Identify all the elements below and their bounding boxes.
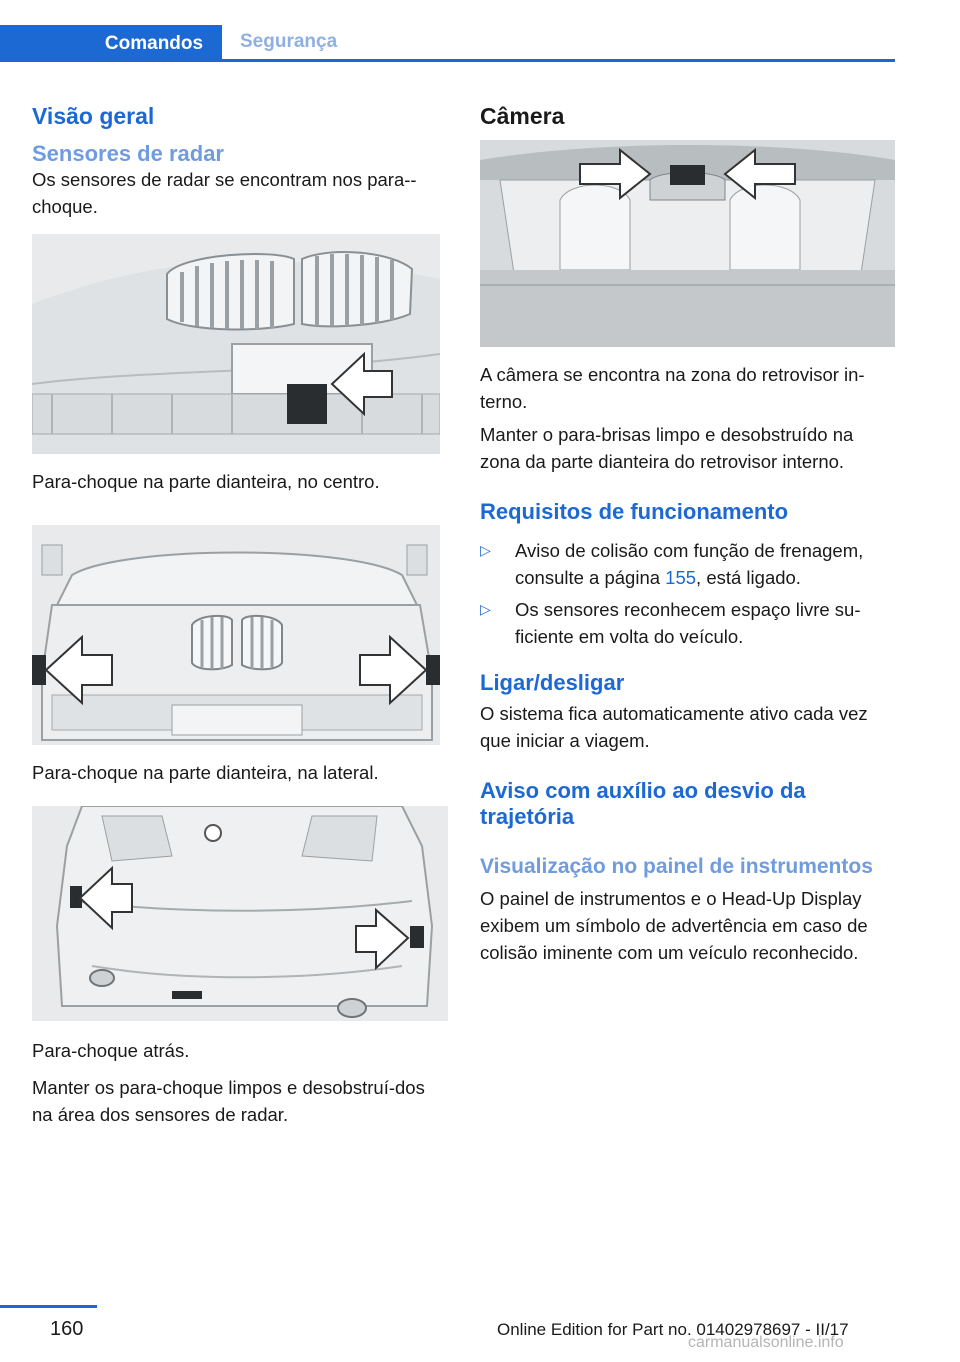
footer-rule — [0, 1305, 97, 1308]
list-item: ▷ Aviso de colisão com função de frenage… — [480, 537, 896, 591]
triangle-bullet-icon: ▷ — [480, 542, 491, 558]
ligar-text: O sistema fica automaticamente ativo cad… — [480, 703, 868, 751]
heading-camera: Câmera — [480, 103, 565, 129]
page-number: 160 — [50, 1318, 84, 1340]
caption-front-center: Para-choque na parte dianteira, no centr… — [32, 471, 380, 492]
right-column: Câmera A câmera se encontra na zona do r… — [480, 100, 896, 966]
heading-aviso: Aviso com auxílio ao desvio da trajetóri… — [480, 778, 806, 829]
heading-visualizacao: Visualização no painel de instrumentos — [480, 855, 873, 878]
maintenance-text: Manter os para-choque limpos e desobstru… — [32, 1077, 425, 1125]
caption-rear: Para-choque atrás. — [32, 1040, 190, 1061]
figure-camera — [480, 140, 895, 347]
requisitos-list: ▷ Aviso de colisão com função de frenage… — [480, 537, 896, 650]
tab-seguranca[interactable]: Segurança — [240, 31, 338, 52]
intro-text: Os sensores de radar se encontram nos pa… — [32, 169, 417, 217]
camera-maintenance-text: Manter o para-brisas limpo e desobstruíd… — [480, 424, 854, 472]
visualizacao-text: O painel de instrumentos e o Head-Up Dis… — [480, 888, 868, 963]
page-link[interactable]: 155 — [665, 567, 697, 588]
heading-visao-geral: Visão geral — [32, 103, 155, 129]
heading-sensores-radar: Sensores de radar — [32, 141, 224, 166]
tab-underline — [0, 59, 895, 62]
heading-requisitos: Requisitos de funcionamento — [480, 499, 789, 524]
list-item: ▷ Os sensores reconhecem espaço livre su… — [480, 596, 896, 650]
figure-front-bumper-lateral — [32, 525, 440, 745]
tab-bar: Comandos Segurança — [0, 25, 895, 62]
tab-comandos[interactable]: Comandos — [0, 25, 222, 62]
watermark: carmanualsonline.info — [688, 1334, 844, 1351]
triangle-bullet-icon: ▷ — [480, 601, 491, 617]
edition-text: Online Edition for Part no. 01402978697 … — [497, 1320, 849, 1339]
figure-front-bumper-center — [32, 234, 440, 454]
figure-rear-bumper — [32, 806, 448, 1021]
left-column: Visão geral Sensores de radar Os sensore… — [32, 100, 450, 1128]
heading-ligar-desligar: Ligar/desligar — [480, 670, 625, 695]
caption-front-lateral: Para-choque na parte dianteira, na later… — [32, 762, 379, 783]
camera-location-text: A câmera se encontra na zona do retrovis… — [480, 364, 865, 412]
